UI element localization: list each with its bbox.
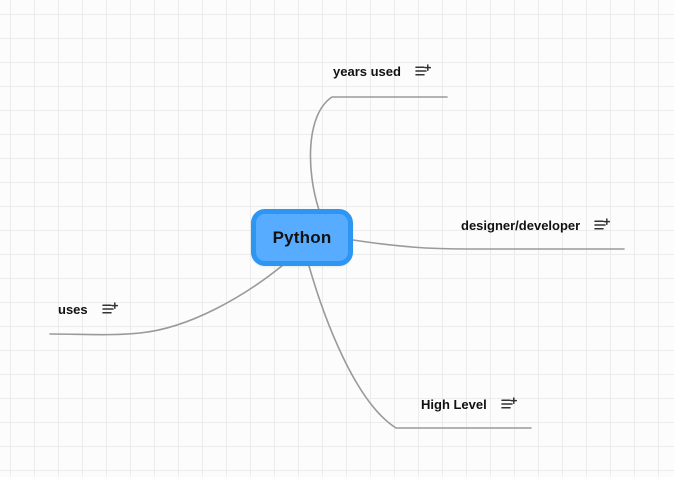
add-notes-icon[interactable] — [501, 397, 517, 411]
connector-designer-developer — [352, 239, 625, 250]
add-notes-icon[interactable] — [415, 64, 431, 78]
connector-years-used — [309, 96, 448, 211]
branch-label[interactable]: High Level — [421, 396, 487, 412]
branch-high-level[interactable]: High Level — [421, 396, 517, 412]
add-notes-icon[interactable] — [101, 302, 118, 316]
branch-label[interactable]: designer/developer — [461, 217, 581, 233]
root-node-python[interactable]: Python — [251, 209, 353, 266]
branch-label[interactable]: years used — [333, 63, 401, 79]
connector-uses — [49, 264, 284, 336]
root-node-label: Python — [272, 227, 332, 247]
branch-label[interactable]: uses — [58, 301, 88, 317]
add-notes-icon[interactable] — [594, 218, 611, 232]
branch-designer-developer[interactable]: designer/developer — [461, 217, 611, 233]
branch-years-used[interactable]: years used — [333, 63, 431, 79]
branch-uses[interactable]: uses — [58, 301, 118, 317]
